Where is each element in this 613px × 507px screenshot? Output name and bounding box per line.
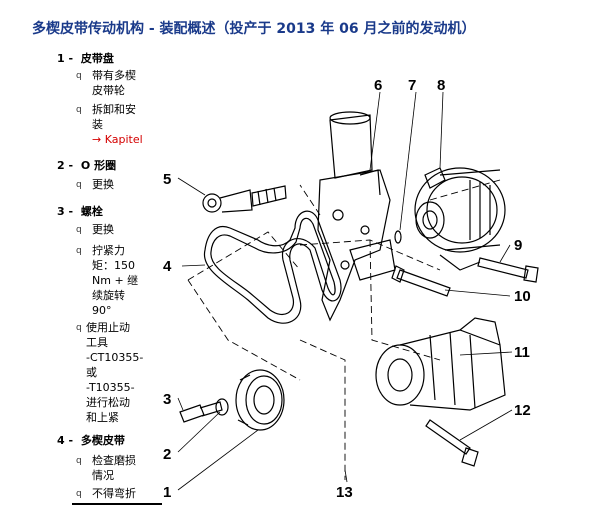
bracket-oil-filter	[317, 111, 396, 322]
bullet-icon: q	[76, 180, 82, 190]
alternator-bolt	[477, 257, 539, 283]
bullet-icon: q	[76, 323, 82, 333]
bullet-icon: q	[76, 105, 82, 115]
section-number: 1 -	[57, 52, 74, 65]
kapitel-link[interactable]: → Kapitel	[92, 133, 143, 146]
list-item: 带有多楔 皮带轮	[92, 69, 136, 97]
callout-6: 6	[374, 77, 382, 94]
tensioner-bolt	[202, 185, 287, 213]
callout-3: 3	[163, 391, 171, 408]
list-item: 更换	[92, 223, 114, 236]
callout-7: 7	[408, 77, 416, 94]
list-item: 使用止动 工具 -CT10355- 或 -T10355- 进行松动 和上紧	[86, 321, 144, 424]
section-3-heading: 3 - 螺栓	[57, 203, 103, 219]
callout-2: 2	[163, 446, 171, 463]
list-item: 不得弯折	[92, 487, 136, 500]
callout-5: 5	[163, 171, 171, 188]
pulley-bolt	[179, 401, 223, 423]
section-1-heading: 1 - 皮带盘	[57, 50, 114, 66]
section-name: 多楔皮带	[80, 434, 125, 447]
leader-lines	[177, 91, 513, 491]
callout-1: 1	[163, 484, 171, 501]
callout-11: 11	[514, 344, 530, 361]
callout-8: 8	[437, 77, 445, 94]
divider	[72, 503, 162, 505]
callout-10: 10	[514, 288, 531, 305]
list-item: 拧紧力 矩：150 Nm + 继 续旋转 90°	[92, 244, 139, 317]
alternator	[414, 167, 506, 271]
compressor-bolt	[425, 419, 479, 467]
belt-drive-exploded-diagram: 5 6 7 8 9 4 10 11 3 12 2 1 13	[163, 77, 539, 501]
o-ring	[215, 398, 229, 416]
section-2-heading: 2 - O 形圈	[57, 157, 116, 173]
list-item: 拆卸和安 装 → Kapitel	[92, 103, 143, 146]
poly-v-belt	[203, 210, 342, 324]
list-item: 检查磨损 情况	[92, 454, 136, 482]
page-title: 多楔皮带传动机构 - 装配概述（投产于 2013 年 06 月之前的发动机）	[32, 21, 476, 37]
callout-12: 12	[514, 402, 531, 419]
bullet-icon: q	[76, 71, 82, 81]
bracket-bolt	[391, 265, 451, 297]
section-4-heading: 4 - 多楔皮带	[57, 432, 125, 448]
bullet-icon: q	[76, 246, 82, 256]
callout-13: 13	[336, 484, 353, 501]
section-name: O 形圈	[80, 159, 117, 172]
section-number: 4 -	[57, 434, 74, 447]
sleeve	[394, 230, 402, 244]
bullet-icon: q	[76, 489, 82, 499]
dashed-guide-lines	[187, 179, 501, 480]
section-number: 2 -	[57, 159, 74, 172]
belt-pulley	[235, 369, 285, 431]
section-name: 皮带盘	[80, 52, 114, 65]
section-name: 螺栓	[80, 205, 103, 218]
list-item: 更换	[92, 178, 114, 191]
callout-9: 9	[514, 237, 522, 254]
callout-4: 4	[163, 258, 172, 275]
ac-compressor	[375, 317, 506, 411]
bullet-icon: q	[76, 225, 82, 235]
bullet-icon: q	[76, 456, 82, 466]
section-number: 3 -	[57, 205, 74, 218]
